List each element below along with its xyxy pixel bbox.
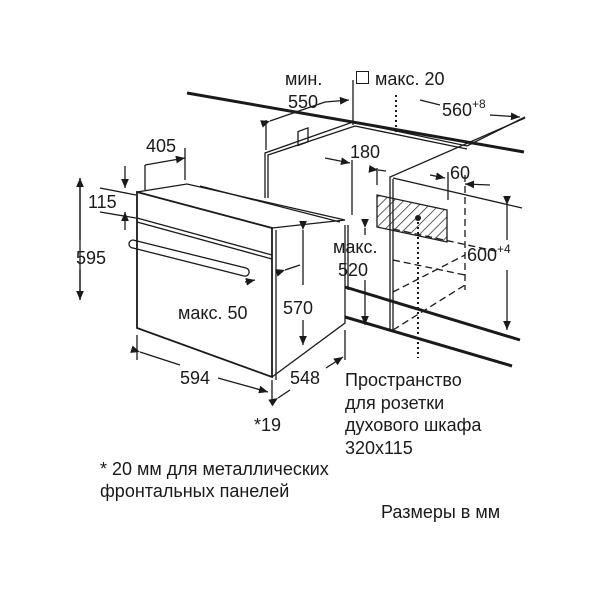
socket-note: Пространство для розетки духового шкафа … bbox=[345, 369, 481, 459]
dim-180: 180 bbox=[350, 142, 381, 162]
max-520-label: макс. bbox=[333, 237, 378, 257]
dim-600-value: 600 bbox=[467, 245, 498, 265]
max-20-label: макс. 20 bbox=[375, 69, 445, 89]
min-label: мин. bbox=[285, 69, 323, 89]
dim-520: 520 bbox=[338, 260, 369, 280]
footnote-line: * 20 мм для металлических bbox=[100, 459, 329, 479]
socket-note-line: духового шкафа bbox=[345, 415, 482, 435]
cabinet-niche bbox=[264, 95, 526, 358]
dim-560-value: 560 bbox=[442, 100, 473, 120]
square-icon bbox=[356, 71, 369, 84]
dim-60: 60 bbox=[450, 163, 471, 183]
dim-600-tolerance: +4 bbox=[497, 242, 511, 256]
dim-550: 550 bbox=[288, 92, 319, 112]
socket-note-line: Пространство bbox=[345, 370, 462, 390]
dim-570: 570 bbox=[283, 298, 314, 318]
dim-19: *19 bbox=[254, 415, 282, 435]
socket-note-line: для розетки bbox=[345, 392, 445, 413]
dim-560: 560+8 bbox=[442, 98, 486, 120]
footnote: * 20 мм для металлических фронтальных па… bbox=[100, 458, 329, 502]
units-note: Размеры в мм bbox=[381, 502, 501, 522]
dimension-lines bbox=[76, 80, 521, 407]
dim-405: 405 bbox=[146, 136, 177, 156]
oven bbox=[128, 127, 346, 380]
dim-560-tolerance: +8 bbox=[472, 97, 486, 111]
socket-note-line: 320x115 bbox=[345, 437, 413, 458]
oven-handle bbox=[128, 239, 250, 277]
dim-115: 115 bbox=[88, 192, 117, 212]
fixing-bracket bbox=[297, 127, 309, 147]
socket-area-hatch bbox=[376, 194, 448, 243]
max-50-label: макс. 50 bbox=[178, 303, 248, 323]
dim-600: 600+4 bbox=[467, 243, 511, 265]
countertop bbox=[186, 91, 525, 368]
footnote-line: фронтальных панелей bbox=[100, 481, 290, 501]
dim-595: 595 bbox=[76, 248, 107, 268]
dim-548: 548 bbox=[290, 368, 321, 388]
dim-594: 594 bbox=[180, 368, 211, 388]
